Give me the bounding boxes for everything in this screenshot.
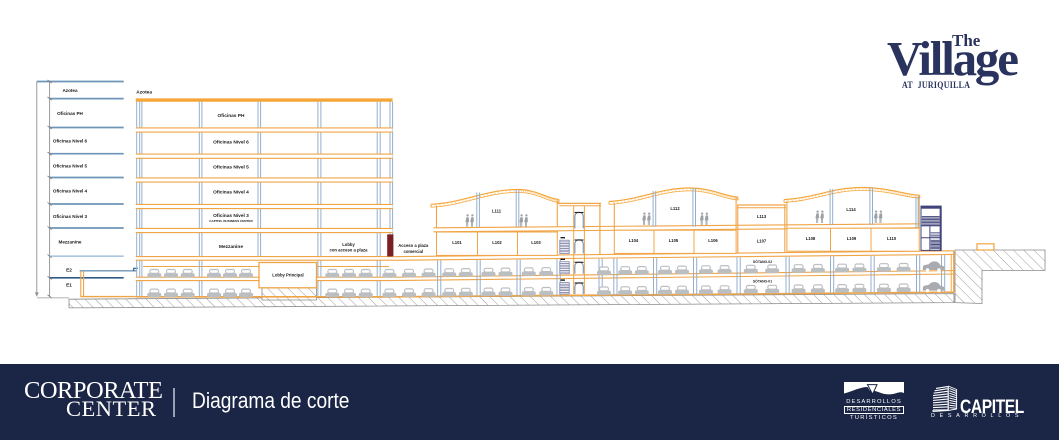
svg-text:L109: L109 [847, 236, 857, 241]
svg-text:Oficinas Nivel 3: Oficinas Nivel 3 [213, 213, 249, 219]
svg-text:Azotea: Azotea [136, 89, 152, 95]
svg-text:Oficinas Nivel 5: Oficinas Nivel 5 [53, 164, 88, 169]
svg-text:L113: L113 [757, 214, 767, 219]
svg-text:L104: L104 [629, 238, 639, 243]
svg-text:Lobby: Lobby [342, 242, 355, 247]
svg-text:Acceso a plaza: Acceso a plaza [398, 243, 429, 248]
svg-text:con acceso a plaza: con acceso a plaza [330, 247, 369, 252]
svg-text:comercial: comercial [404, 249, 424, 254]
svg-text:Oficinas PH: Oficinas PH [57, 111, 83, 116]
svg-text:CAPITEL BUSINESS CENTER: CAPITEL BUSINESS CENTER [209, 219, 253, 223]
svg-text:L106: L106 [708, 238, 718, 243]
svg-text:L105: L105 [669, 238, 679, 243]
svg-text:L102: L102 [492, 240, 502, 245]
svg-text:Oficinas Nivel 6: Oficinas Nivel 6 [213, 140, 249, 146]
svg-text:L114: L114 [846, 207, 856, 212]
svg-text:Oficinas PH: Oficinas PH [218, 113, 245, 119]
svg-text:L101: L101 [452, 240, 462, 245]
svg-text:Oficinas Nivel 4: Oficinas Nivel 4 [213, 190, 249, 196]
svg-text:L112: L112 [670, 206, 680, 211]
svg-text:Mezzanine: Mezzanine [219, 244, 243, 250]
svg-text:Oficinas Nivel 5: Oficinas Nivel 5 [213, 164, 249, 170]
svg-text:Lobby Principal: Lobby Principal [272, 273, 303, 278]
svg-text:L103: L103 [531, 240, 541, 245]
svg-text:L108: L108 [806, 236, 816, 241]
svg-text:Mezzanine: Mezzanine [59, 240, 82, 245]
svg-text:Oficinas Nivel 3: Oficinas Nivel 3 [53, 214, 88, 219]
svg-text:Oficinas Nivel 4: Oficinas Nivel 4 [53, 189, 88, 194]
svg-text:L111: L111 [492, 209, 502, 214]
svg-text:SÓTANO-01: SÓTANO-01 [753, 279, 772, 284]
svg-text:E2: E2 [66, 268, 72, 274]
svg-text:SÓTANO-02: SÓTANO-02 [753, 259, 772, 264]
svg-text:Oficinas Nivel 6: Oficinas Nivel 6 [53, 139, 88, 144]
svg-text:L110: L110 [887, 236, 897, 241]
svg-text:E1: E1 [66, 283, 72, 289]
svg-text:L107: L107 [757, 238, 767, 243]
svg-text:Azotea: Azotea [62, 88, 78, 93]
